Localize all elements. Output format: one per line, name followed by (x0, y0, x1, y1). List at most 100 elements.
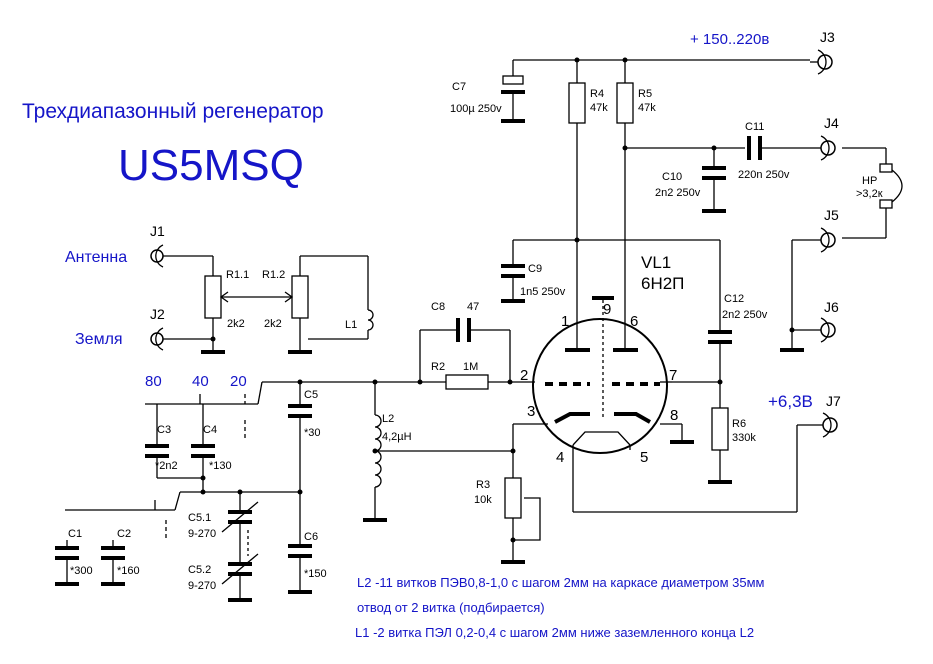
c52-ref: C5.2 (188, 564, 211, 576)
band-20-label: 20 (230, 373, 247, 390)
c12-value: 2n2 250v (722, 309, 768, 321)
band-switch-2[interactable] (65, 489, 303, 541)
antenna-label: Антенна (65, 249, 127, 266)
pin-6: 6 (630, 313, 638, 330)
c3-value: *2n2 (155, 460, 178, 472)
pin-1: 1 (561, 313, 569, 330)
capacitor-c9 (501, 237, 720, 303)
c5-ref: C5 (304, 389, 318, 401)
band-80-label: 80 (145, 373, 162, 390)
inductor-l2 (363, 382, 513, 522)
c9-value: 1n5 250v (520, 286, 566, 298)
l2-value: 4,2µH (382, 431, 412, 443)
schematic-title: Трехдиапазонный регенератор (22, 100, 324, 123)
c1-ref: C1 (68, 528, 82, 540)
c8-ref: C8 (431, 301, 445, 313)
r11-value: 2k2 (227, 318, 245, 330)
j5-label: J5 (824, 207, 839, 223)
jack-j4[interactable] (810, 135, 836, 161)
jack-j3[interactable] (810, 49, 833, 75)
note-l2-tap: отвод от 2 витка (подбирается) (357, 600, 545, 615)
c10-value: 2n2 250v (655, 187, 701, 199)
capacitor-c1 (55, 540, 79, 586)
hv-supply (501, 57, 810, 123)
capacitor-c5 (288, 382, 312, 544)
capacitor-c10 (625, 145, 745, 213)
c4-value: *130 (209, 460, 232, 472)
callsign: US5MSQ (118, 141, 304, 190)
capacitor-c2 (101, 540, 125, 586)
capacitor-c6 (288, 544, 312, 594)
r5-value: 47k (638, 102, 656, 114)
c7-value: 100µ 250v (450, 103, 502, 115)
tube-type: 6Н2П (641, 274, 684, 293)
capacitor-c12 (708, 240, 732, 408)
c8-value: 47 (467, 301, 479, 313)
inductor-l1 (367, 309, 374, 339)
pin-7: 7 (669, 367, 677, 384)
c12-ref: C12 (724, 293, 744, 305)
c10-ref: C10 (662, 171, 682, 183)
c5-value: *30 (304, 427, 321, 439)
c6-ref: C6 (304, 531, 318, 543)
j1-label: J1 (150, 223, 165, 239)
band-40-label: 40 (192, 373, 209, 390)
pin-3: 3 (527, 403, 535, 420)
c11-ref: C11 (745, 121, 764, 133)
r3-ref: R3 (476, 479, 490, 491)
c11-value: 220n 250v (738, 169, 790, 181)
l2-ref: L2 (382, 413, 394, 425)
note-l2-winding: L2 -11 витков ПЭВ0,8-1,0 с шагом 2мм на … (357, 575, 765, 590)
c52-value: 9-270 (188, 580, 216, 592)
jack-j7[interactable] (572, 412, 838, 513)
c4-ref: C4 (203, 424, 217, 436)
r2-value: 1M (463, 361, 478, 373)
capacitor-c3 (145, 404, 203, 479)
r2-ref: R2 (431, 361, 445, 373)
c6-value: *150 (304, 568, 327, 580)
c9-ref: C9 (528, 263, 542, 275)
ground-label: Земля (75, 331, 123, 348)
r5-ref: R5 (638, 88, 652, 100)
pin-8: 8 (670, 407, 678, 424)
jack-j5[interactable] (791, 227, 836, 330)
tube-vl1 (488, 240, 694, 454)
resistor-r4 (568, 60, 586, 240)
hp-ref: HP (862, 175, 877, 187)
r12-ref: R1.2 (262, 269, 285, 281)
c3-ref: C3 (157, 424, 171, 436)
note-l1-winding: L1 -2 витка ПЭЛ 0,2-0,4 с шагом 2мм ниже… (355, 625, 754, 640)
c1-value: *300 (70, 565, 93, 577)
hp-value: >3,2к (856, 188, 883, 200)
potentiometer-r1[interactable] (201, 255, 369, 354)
pin-2: 2 (520, 367, 528, 384)
r6-value: 330k (732, 432, 756, 444)
potentiometer-r3[interactable] (501, 424, 541, 564)
tube-ref: VL1 (641, 253, 671, 272)
pin-9: 9 (603, 301, 611, 318)
r4-ref: R4 (590, 88, 604, 100)
r6-ref: R6 (732, 418, 746, 430)
filament-supply-label: +6,3В (768, 392, 813, 411)
band-switch[interactable] (145, 381, 263, 440)
variable-capacitor-c51-c52[interactable] (221, 492, 259, 602)
capacitor-c8 (419, 318, 511, 382)
capacitor-c4 (191, 404, 215, 490)
r4-value: 47k (590, 102, 608, 114)
r3-value: 10k (474, 494, 492, 506)
j7-label: J7 (826, 393, 841, 409)
j3-label: J3 (820, 29, 835, 45)
headphones-hp (842, 147, 903, 239)
jack-j1[interactable] (150, 244, 213, 268)
pin-4: 4 (556, 449, 564, 466)
c2-value: *160 (117, 565, 140, 577)
jack-j6[interactable] (780, 317, 836, 352)
resistor-r5 (616, 60, 634, 330)
capacitor-c11 (747, 136, 810, 160)
j4-label: J4 (824, 115, 839, 131)
hv-supply-label: + 150..220в (690, 31, 769, 48)
resistor-r6 (672, 379, 732, 484)
l1-ref: L1 (345, 319, 357, 331)
jack-j2[interactable] (150, 327, 213, 351)
